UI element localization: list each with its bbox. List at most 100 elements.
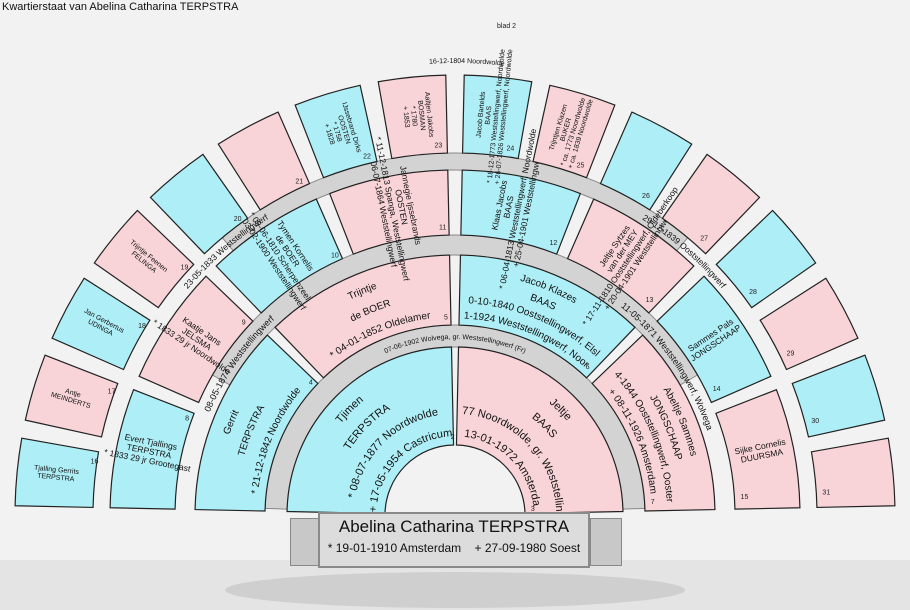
person-26[interactable]: 26 xyxy=(599,111,693,211)
person-number-22: 22 xyxy=(363,154,371,161)
person-line: BAAS xyxy=(501,195,515,220)
person-29[interactable]: 29 xyxy=(759,277,859,371)
person-box-14[interactable] xyxy=(656,275,772,404)
person-number-18: 18 xyxy=(138,323,146,330)
person-line: + 1853 xyxy=(401,106,410,128)
person-text-16: Tjalling GerritsTERPSTRA xyxy=(33,465,80,484)
person-9[interactable]: Kaatje JansJELSMA* 1833 29 jr Noordwolde… xyxy=(138,275,254,404)
person-box-16[interactable] xyxy=(14,437,100,509)
person-box-20[interactable] xyxy=(149,153,249,255)
person-box-11[interactable] xyxy=(328,169,450,255)
person-box-28[interactable] xyxy=(715,209,817,309)
person-number-9: 9 xyxy=(242,319,246,326)
person-box-3[interactable] xyxy=(455,346,624,515)
person-box-19[interactable] xyxy=(93,209,195,309)
person-number-25: 25 xyxy=(577,163,585,170)
root-ribbon-left xyxy=(290,518,322,566)
person-21[interactable]: 21 xyxy=(217,111,311,211)
person-10[interactable]: Tymen Kornelisde BOER* 09-06-1810 Scherp… xyxy=(215,195,344,314)
person-box-8[interactable] xyxy=(109,388,195,510)
person-24[interactable]: Jacob BarteldsBAAS* 18-12-1773 Weststell… xyxy=(461,47,533,185)
person-box-18[interactable] xyxy=(51,277,151,371)
person-number-27: 27 xyxy=(700,236,708,243)
person-28[interactable]: 28 xyxy=(715,209,817,309)
person-line: Antje xyxy=(64,388,81,399)
page-title: Kwartierstaat van Abelina Catharina TERP… xyxy=(2,1,239,13)
person-box-27[interactable] xyxy=(661,153,761,255)
root-birth: * 19-01-1910 Amsterdam xyxy=(327,541,462,555)
person-line: BAAS xyxy=(485,105,494,125)
person-number-8: 8 xyxy=(185,415,189,422)
person-number-11: 11 xyxy=(439,224,446,231)
person-number-14: 14 xyxy=(713,386,721,393)
person-number-21: 21 xyxy=(295,178,303,185)
person-number-7: 7 xyxy=(651,499,655,506)
person-box-24[interactable] xyxy=(461,74,533,160)
person-line: Jacob Bartelds xyxy=(476,91,488,138)
person-number-28: 28 xyxy=(749,289,757,296)
person-box-23[interactable] xyxy=(377,74,449,160)
person-box-21[interactable] xyxy=(217,111,311,211)
person-box-5[interactable] xyxy=(274,254,452,379)
root-person-name: Abelina Catharina TERPSTRA xyxy=(338,517,570,536)
person-27[interactable]: 27 xyxy=(661,153,761,255)
person-box-12[interactable] xyxy=(460,169,582,255)
root-ribbon-right xyxy=(590,518,622,566)
person-20[interactable]: 20 xyxy=(149,153,249,255)
person-number-20: 20 xyxy=(234,216,242,223)
person-box-4[interactable] xyxy=(194,334,319,512)
root-person-box[interactable]: Abelina Catharina TERPSTRA * 19-01-1910 … xyxy=(318,512,590,568)
person-box-9[interactable] xyxy=(138,275,254,404)
person-number-6: 6 xyxy=(586,364,590,371)
person-box-30[interactable] xyxy=(791,354,886,438)
person-box-7[interactable] xyxy=(591,334,716,512)
page-label: blad 2 xyxy=(497,23,516,30)
person-8[interactable]: Evert TjallingsTERPSTRA* 1833 29 jr Groo… xyxy=(103,388,195,510)
person-box-31[interactable] xyxy=(810,437,896,509)
person-box-22[interactable] xyxy=(294,84,378,179)
person-box-15[interactable] xyxy=(715,388,801,510)
person-box-2[interactable] xyxy=(286,346,455,515)
person-text-23: Aaltjen JakobsBOSMAN* 1780+ 1853 xyxy=(400,92,434,141)
person-number-12: 12 xyxy=(550,240,558,247)
person-box-17[interactable] xyxy=(24,354,119,438)
person-number-30: 30 xyxy=(811,418,819,425)
person-25[interactable]: Trijntjen KlazenBUKER* ca. 1773 Noordwol… xyxy=(532,84,616,179)
person-line: BOSMAN xyxy=(416,100,426,131)
person-number-2: 2 xyxy=(451,434,455,441)
person-number-5: 5 xyxy=(444,314,448,321)
person-number-10: 10 xyxy=(331,252,339,259)
person-box-13[interactable] xyxy=(566,198,695,314)
person-16[interactable]: Tjalling GerritsTERPSTRA 16 xyxy=(14,437,100,509)
person-box-10[interactable] xyxy=(215,198,344,314)
person-line: Aaltjen Jakobs xyxy=(423,92,434,138)
person-line: * 1780 xyxy=(409,106,418,127)
root-death: + 27-09-1980 Soest xyxy=(474,541,581,555)
person-box-25[interactable] xyxy=(532,84,616,179)
person-number-17: 17 xyxy=(108,388,116,395)
person-box-29[interactable] xyxy=(759,277,859,371)
person-number-24: 24 xyxy=(507,146,515,153)
person-box-26[interactable] xyxy=(599,111,693,211)
person-number-15: 15 xyxy=(741,494,749,501)
person-number-26: 26 xyxy=(642,193,650,200)
person-11[interactable]: Jannegie IjssebrandsOOSTEN* 11-12-1813 S… xyxy=(328,132,450,284)
person-box-6[interactable] xyxy=(458,254,636,379)
person-number-31: 31 xyxy=(822,489,830,496)
person-number-29: 29 xyxy=(787,350,795,357)
person-31[interactable]: 31 xyxy=(810,437,896,509)
person-number-16: 16 xyxy=(91,458,99,465)
person-30[interactable]: 30 xyxy=(791,354,886,438)
person-number-13: 13 xyxy=(646,297,654,304)
person-number-23: 23 xyxy=(434,143,442,150)
